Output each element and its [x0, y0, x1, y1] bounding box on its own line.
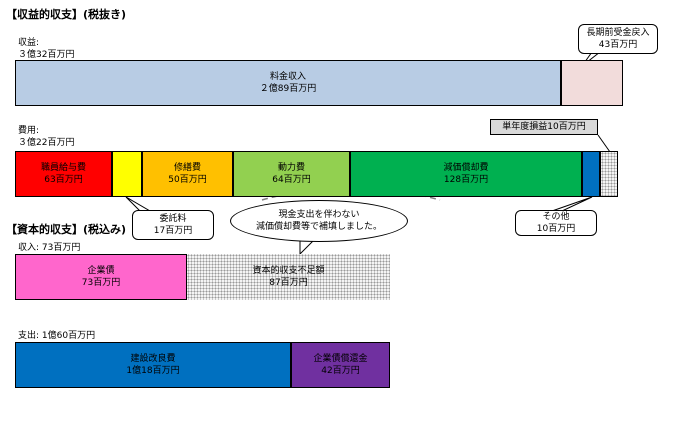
expense-depreciation-name: 減価償却費 [443, 163, 489, 173]
note-oval: 現金支出を伴わない 減価償却費等で補填しました。 [230, 200, 408, 242]
repayment-amount: 42百万円 [321, 366, 360, 376]
callout-pointer-sonota [551, 196, 593, 212]
construction-amount: 1億18百万円 [126, 366, 180, 376]
revenue-main-amount: ２億89百万円 [259, 84, 317, 94]
revenue-total: ３億32百万円 [18, 50, 75, 60]
expense-repair-name: 修繕費 [173, 163, 201, 173]
revenue-label: 収益: [18, 38, 40, 48]
deferred-amount: 43百万円 [598, 40, 638, 50]
expense-bar-itaku [112, 151, 142, 197]
sonota-callout: その他 10百万円 [515, 210, 597, 236]
capital-income-label: 収入: 73百万円 [18, 243, 81, 253]
deferred-name: 長期前受金戻入 [586, 28, 650, 38]
expense-salary-amount: 63百万円 [44, 175, 83, 185]
capital-construction-bar: 建設改良費 1億18百万円 [15, 342, 291, 388]
capital-section-heading: 【資本的収支】(税込み) [6, 223, 127, 236]
expense-repair-amount: 50百万円 [168, 175, 207, 185]
itaku-callout: 委託料 17百万円 [132, 210, 214, 240]
note-line1: 現金支出を伴わない [278, 210, 360, 220]
expense-bar-power: 動力費 64百万円 [233, 151, 350, 197]
expense-bar-repair: 修繕費 50百万円 [142, 151, 233, 197]
capital-expense-label: 支出: 1億60百万円 [18, 331, 96, 341]
note-line2: 減価償却費等で補填しました。 [255, 222, 382, 232]
bond-name: 企業債 [87, 266, 115, 276]
sonota-name: その他 [542, 212, 570, 222]
revenue-deferred-bar [561, 60, 623, 106]
construction-name: 建設改良費 [130, 354, 176, 364]
income-section-heading: 【収益的収支】(税抜き) [6, 8, 127, 21]
bond-amount: 73百万円 [81, 278, 121, 288]
expense-bar-salary: 職員給与費 63百万円 [15, 151, 112, 197]
itaku-amount: 17百万円 [153, 226, 193, 236]
deferred-callout: 長期前受金戻入 43百万円 [578, 24, 658, 54]
expenses-total: ３億22百万円 [18, 138, 75, 148]
expense-bar-depreciation: 減価償却費 128百万円 [350, 151, 582, 197]
callout-pointer-itaku [125, 196, 152, 212]
shortfall-name: 資本的収支不足額 [252, 266, 325, 276]
profit-label: 単年度損益10百万円 [490, 119, 598, 135]
expense-power-name: 動力費 [277, 163, 305, 173]
profit-bar [600, 151, 618, 197]
expenses-label: 費用: [18, 126, 40, 136]
expense-salary-name: 職員給与費 [40, 163, 86, 173]
expense-power-amount: 64百万円 [272, 175, 311, 185]
revenue-main-bar: 料金収入 ２億89百万円 [15, 60, 561, 106]
itaku-name: 委託料 [159, 214, 187, 224]
capital-shortfall-bar: 資本的収支不足額 87百万円 [187, 254, 390, 300]
revenue-main-name: 料金収入 [269, 72, 306, 82]
capital-repayment-bar: 企業債償還金 42百万円 [291, 342, 390, 388]
expense-bar-other [582, 151, 600, 197]
profit-pointer-line [597, 134, 611, 153]
sonota-amount: 10百万円 [536, 224, 576, 234]
expense-depreciation-amount: 128百万円 [443, 175, 489, 185]
shortfall-amount: 87百万円 [269, 278, 308, 288]
repayment-name: 企業債償還金 [313, 354, 368, 364]
capital-bond-bar: 企業債 73百万円 [15, 254, 187, 300]
